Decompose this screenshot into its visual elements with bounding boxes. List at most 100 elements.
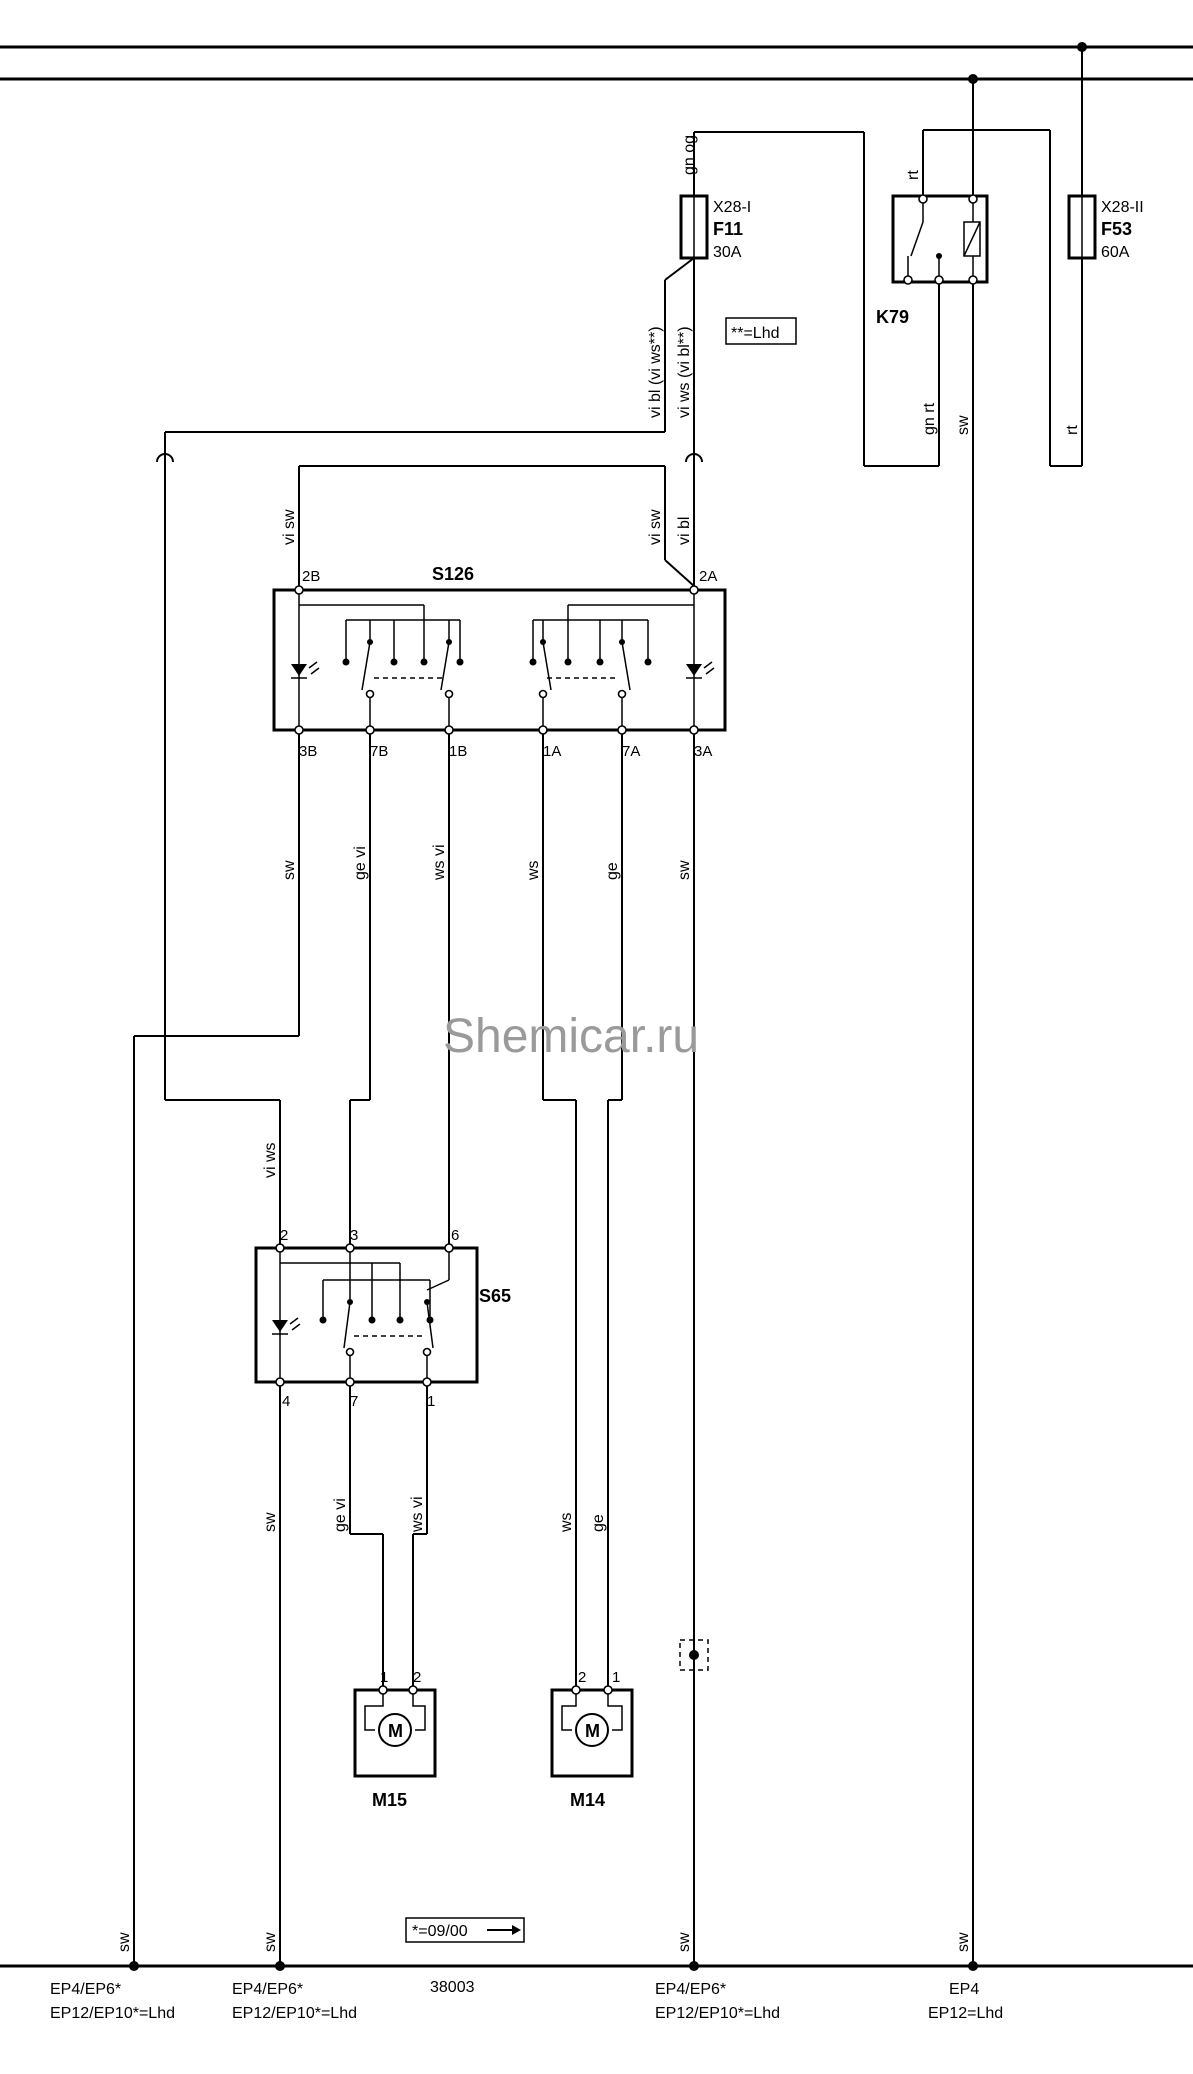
wire-label: vi ws (vi bl**) xyxy=(676,326,693,418)
s126-switch-arm xyxy=(542,641,552,691)
pin-ring xyxy=(444,725,454,735)
pin-ring xyxy=(275,1377,285,1387)
contact-dot xyxy=(420,658,428,666)
pin-label: 7 xyxy=(350,1393,358,1410)
pin-ring xyxy=(365,725,375,735)
contact-dot xyxy=(596,658,604,666)
s65-switch-arm xyxy=(343,1301,351,1349)
fuse-f53-rating: 60A xyxy=(1101,244,1130,261)
contact-dot xyxy=(368,1316,376,1324)
wire-label: sw xyxy=(676,1932,693,1952)
pivot-ring xyxy=(345,1347,355,1357)
lhd-note: **=Lhd xyxy=(731,325,780,342)
watermark: Shemicar.ru xyxy=(443,1010,699,1063)
relay-pin xyxy=(968,275,978,285)
wire-label: ge vi xyxy=(352,846,369,880)
contact-dot xyxy=(390,658,398,666)
fuse-f11-connector: X28-I xyxy=(713,199,751,216)
wire-crossover xyxy=(685,453,703,463)
ground-label-3b: EP12/EP10*=Lhd xyxy=(655,2005,780,2022)
wire-label: ws xyxy=(525,860,542,881)
pin-label: 1 xyxy=(380,1669,388,1686)
contact-dot xyxy=(564,658,572,666)
pin-ring xyxy=(378,1685,388,1695)
s126-led-right-icon xyxy=(686,661,715,679)
ground-splice xyxy=(679,1639,709,1671)
pivot-ring xyxy=(538,689,548,699)
diagram-number: 38003 xyxy=(430,1979,475,1996)
motor-icon xyxy=(378,1713,412,1747)
wire-label: sw xyxy=(116,1932,133,1952)
s126-contacts xyxy=(342,620,652,666)
pin-label: 2 xyxy=(578,1669,586,1686)
ground-label-1a: EP4/EP6* xyxy=(50,1981,121,1998)
pin-label: 3B xyxy=(299,743,317,760)
wire-label: ge vi xyxy=(332,1498,349,1532)
pin-label: 3A xyxy=(694,743,712,760)
motor-m15-lead xyxy=(364,1694,384,1731)
relay-pin xyxy=(934,275,944,285)
date-note-box xyxy=(405,1917,525,1943)
pin-ring xyxy=(345,1377,355,1387)
pin-label: 3 xyxy=(350,1227,358,1244)
wire-f11-branch xyxy=(664,257,695,281)
switch-s65-name: S65 xyxy=(479,1286,511,1306)
pin-label: 1A xyxy=(543,743,561,760)
pin-ring xyxy=(422,1377,432,1387)
pin-label: 1 xyxy=(427,1393,435,1410)
ground-label-2a: EP4/EP6* xyxy=(232,1981,303,1998)
wire-label: sw xyxy=(676,860,693,880)
wire-label: vi bl xyxy=(676,517,693,545)
pin-ring xyxy=(294,585,304,595)
wire-label: sw xyxy=(955,1932,972,1952)
s126-switch-arm xyxy=(621,641,631,691)
pin-ring xyxy=(294,725,304,735)
pin-label: 1 xyxy=(612,1669,620,1686)
pin-ring xyxy=(444,1243,454,1253)
pin-ring xyxy=(689,725,699,735)
wire-label: gn og xyxy=(681,135,698,175)
s65-contacts xyxy=(319,1252,450,1324)
motor-m14-symbol: M xyxy=(585,1721,600,1741)
splice-dot xyxy=(689,1650,699,1660)
wire-label: vi sw xyxy=(281,509,298,545)
fuse-f11-name: F11 xyxy=(713,219,743,239)
wire-label: ws vi xyxy=(431,844,448,881)
motor-m15-symbol: M xyxy=(388,1721,403,1741)
pin-label: 2 xyxy=(413,1669,421,1686)
pin-ring xyxy=(603,1685,613,1695)
wire-vi-sw-join xyxy=(664,559,695,587)
wire-label: gn rt xyxy=(921,402,938,435)
s126-switch-arm xyxy=(361,641,371,691)
relay-k79-name: K79 xyxy=(876,307,909,327)
ground-label-2b: EP12/EP10*=Lhd xyxy=(232,2005,357,2022)
wire-label: vi sw xyxy=(647,509,664,545)
pin-ring xyxy=(275,1243,285,1253)
contact-dot xyxy=(342,658,350,666)
wire-label: ge xyxy=(590,1514,607,1532)
pivot-ring xyxy=(617,689,627,699)
pin-label: 7B xyxy=(370,743,388,760)
lhd-note-box xyxy=(725,317,797,345)
contact-dot xyxy=(456,658,464,666)
s126-pins-top xyxy=(294,585,699,595)
wire-label: vi bl (vi ws**) xyxy=(647,326,664,418)
ground-label-3a: EP4/EP6* xyxy=(655,1981,726,1998)
wire-label: rt xyxy=(905,170,922,180)
fuse-f53-name: F53 xyxy=(1101,219,1132,239)
s126-switch-arm xyxy=(440,641,450,691)
relay-pin xyxy=(968,194,978,204)
fuse-f11-rating: 30A xyxy=(713,244,742,261)
pin-label: 6 xyxy=(451,1227,459,1244)
wire-label: vi ws xyxy=(262,1142,279,1178)
relay-contact-dot xyxy=(936,253,942,259)
ground-label-4b: EP12=Lhd xyxy=(928,2005,1003,2022)
ground-label-1b: EP12/EP10*=Lhd xyxy=(50,2005,175,2022)
contact-lead xyxy=(426,1279,450,1291)
switch-s126-name: S126 xyxy=(432,564,474,584)
pin-ring xyxy=(345,1243,355,1253)
pin-ring xyxy=(617,725,627,735)
motor-m14-lead xyxy=(607,1694,623,1731)
date-note: *=09/00 xyxy=(412,1923,468,1940)
